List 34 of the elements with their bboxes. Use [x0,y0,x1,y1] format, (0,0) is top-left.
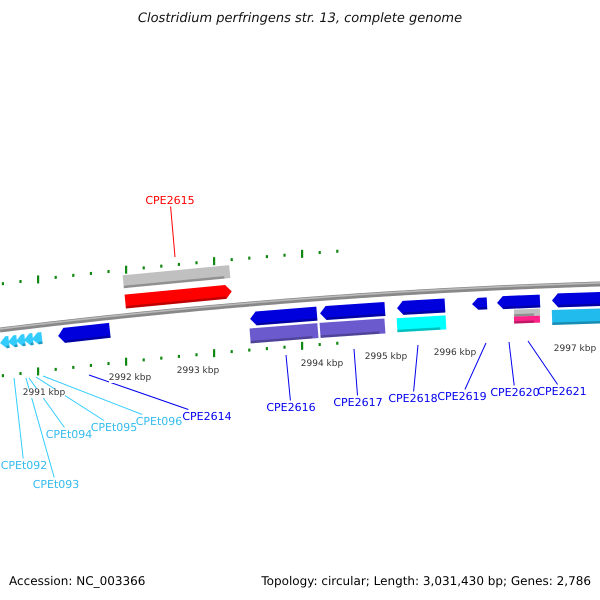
title: Clostridium perfringens str. 13, complete genome [136,12,464,25]
gene-name: CPE2620 [490,386,540,398]
scale-label: 2995 kbp [364,352,408,362]
scale-label: 2996 kbp [434,348,476,358]
gene-name: CPEt093 [32,478,80,490]
gene-name: CPEt092 [0,460,48,470]
gene-name: CPE2619 [437,390,487,402]
gene-name: CPEt094 [46,428,92,440]
leader-line [14,378,24,459]
scale-label: 2991 kbp [22,388,66,398]
gene-name: CPE2614 [182,410,232,422]
gene-name: CPEt095 [90,422,138,432]
leader-line [286,354,291,401]
scale-label: 2997 kbp [554,344,596,354]
gene-name: CPEt096 [136,416,182,426]
footer-text: Accession: NC_003366 [9,575,146,587]
gene-name: CPE2618 [388,392,438,404]
leader-line [464,342,486,390]
leader-line [413,344,418,392]
gene-name: CPE2621 [537,386,587,396]
leader-line [354,348,358,396]
leader-line [528,340,558,385]
footer-text: Topology: circular; Length: 3,031,430 bp; Genes: 2,786 [261,575,591,587]
leader-line [26,378,55,478]
scale-label: 2993 kbp [176,366,220,376]
gene-name: CPE2617 [333,396,383,408]
leader-line [170,206,176,258]
leader-line [508,342,515,386]
gene-name: CPE2615 [145,194,195,206]
scale-label: 2992 kbp [108,374,152,382]
scale-label: 2994 kbp [300,360,344,368]
gene-name: CPE2616 [266,402,316,412]
leader-line [42,376,143,415]
leader-line [88,374,189,410]
